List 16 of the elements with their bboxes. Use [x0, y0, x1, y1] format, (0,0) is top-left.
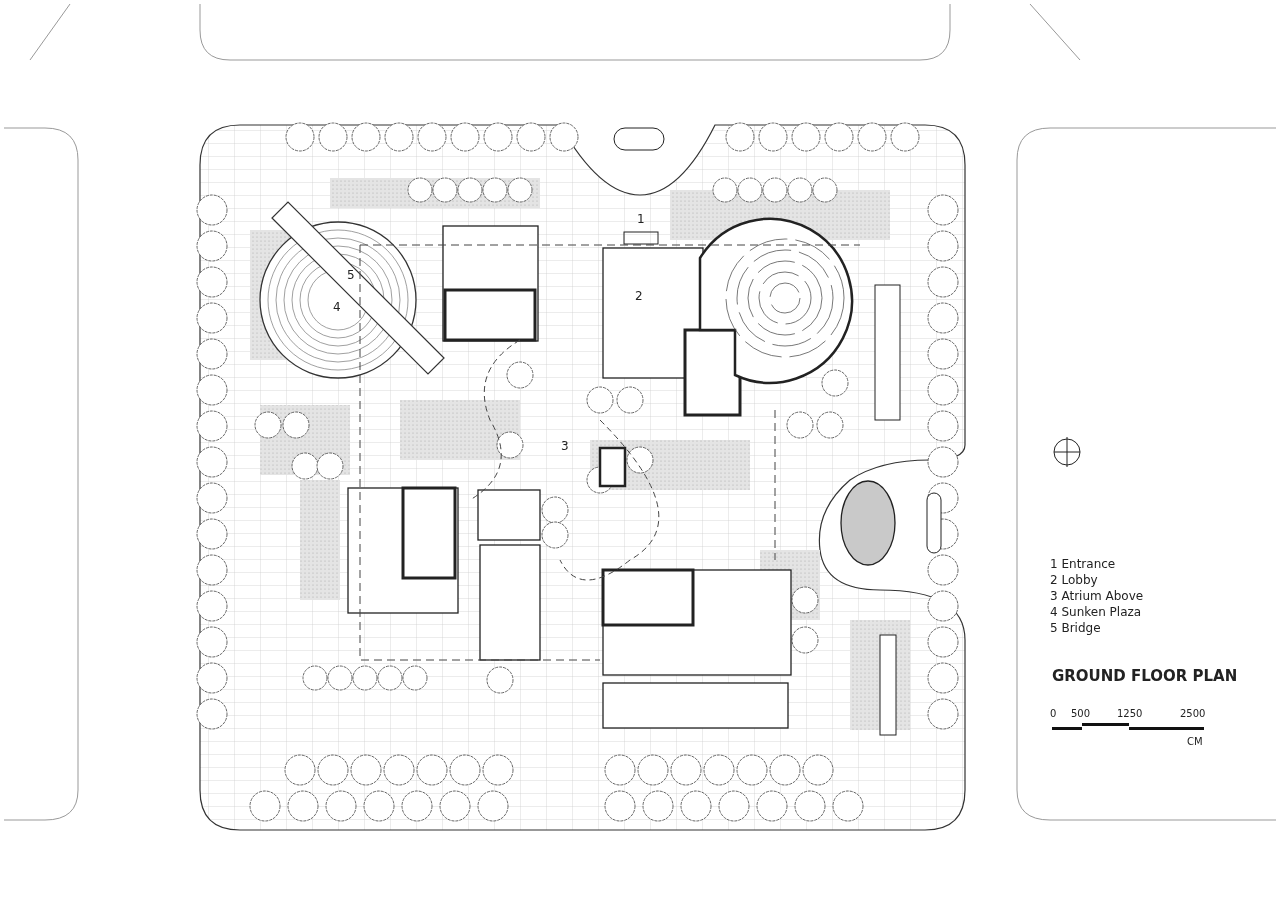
- key-entry: 2 Lobby: [1050, 573, 1098, 587]
- key-entry: 1 Entrance: [1050, 557, 1116, 571]
- key-entry: 3 Atrium Above: [1050, 589, 1144, 603]
- scale-label: 500: [1071, 707, 1091, 721]
- scale-label: 2500: [1180, 707, 1206, 721]
- callout-number: 5: [347, 268, 355, 282]
- key-entry: 4 Sunken Plaza: [1050, 605, 1142, 619]
- scale-unit: CM: [1187, 735, 1203, 749]
- plan-title: GROUND FLOOR PLAN: [1052, 667, 1238, 685]
- callout-number: 4: [333, 300, 341, 314]
- scale-label: 0: [1050, 707, 1057, 721]
- callout-number: 3: [561, 439, 569, 453]
- key-entry: 5 Bridge: [1050, 621, 1101, 635]
- scale-label: 1250: [1117, 707, 1143, 721]
- callout-number: 1: [637, 212, 645, 226]
- callout-number: 2: [635, 289, 643, 303]
